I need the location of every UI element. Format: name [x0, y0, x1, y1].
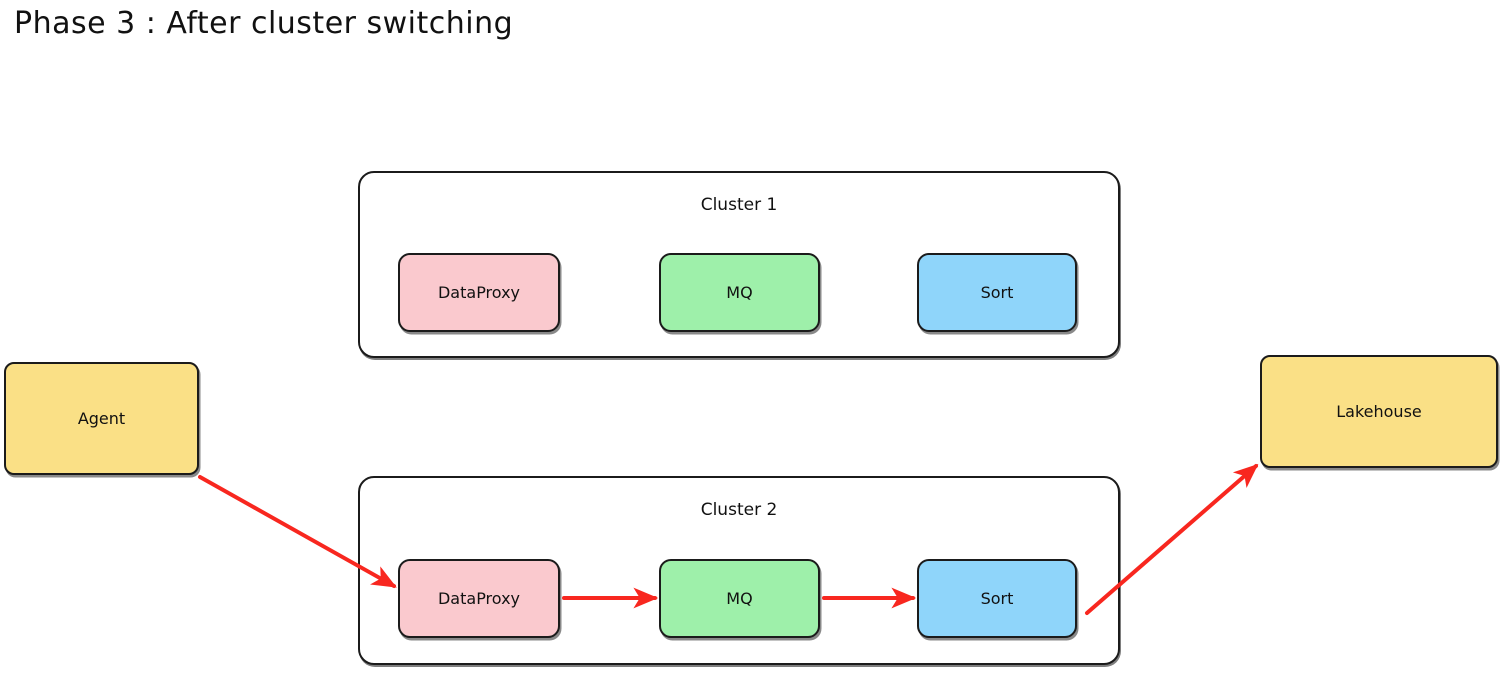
cluster-1-label: Cluster 1: [700, 195, 778, 215]
cluster-2-label: Cluster 2: [700, 500, 778, 520]
cluster-1-node-mq-label: MQ: [726, 283, 753, 302]
cluster-1-node-sort[interactable]: Sort: [917, 253, 1077, 332]
node-lakehouse-label: Lakehouse: [1336, 402, 1422, 421]
cluster-2-node-dataproxy[interactable]: DataProxy: [398, 559, 560, 638]
cluster-2-node-mq[interactable]: MQ: [659, 559, 820, 638]
cluster-1-node-sort-label: Sort: [980, 283, 1014, 302]
node-agent[interactable]: Agent: [4, 362, 199, 475]
page-title: Phase 3 : After cluster switching: [14, 6, 514, 41]
node-agent-label: Agent: [77, 409, 126, 428]
cluster-2-node-sort[interactable]: Sort: [917, 559, 1077, 638]
node-lakehouse[interactable]: Lakehouse: [1260, 355, 1498, 468]
cluster-2-node-sort-label: Sort: [980, 589, 1014, 608]
cluster-2-node-dataproxy-label: DataProxy: [437, 589, 521, 608]
cluster-2-node-mq-label: MQ: [726, 589, 753, 608]
cluster-1-node-mq[interactable]: MQ: [659, 253, 820, 332]
cluster-1-node-dataproxy[interactable]: DataProxy: [398, 253, 560, 332]
cluster-1-node-dataproxy-label: DataProxy: [437, 283, 521, 302]
